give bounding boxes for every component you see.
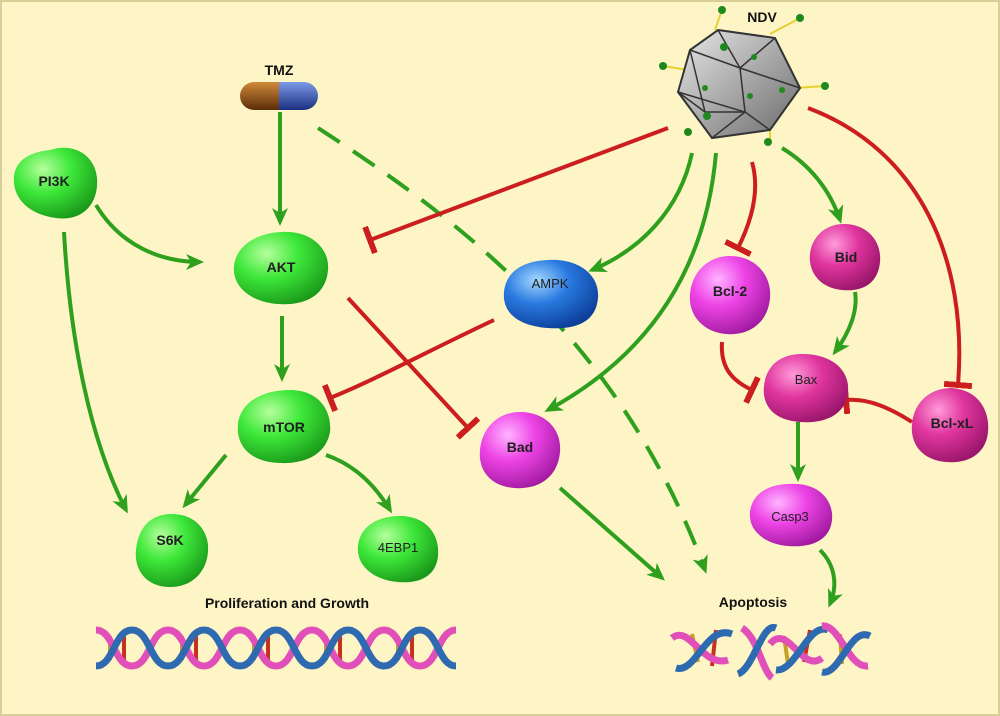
edge-ndv-bad	[544, 152, 718, 412]
node-pi3k-label: PI3K	[38, 173, 69, 189]
node-bax[interactable]: Bax	[763, 354, 849, 423]
edge-bad-apoptosis	[558, 486, 665, 581]
ndv-label: NDV	[747, 9, 777, 25]
edge-ndv-bcl2	[724, 161, 758, 257]
tmz-capsule-left	[240, 82, 279, 110]
node-s6k-shape	[135, 514, 209, 588]
node-pi3k[interactable]: PI3K	[13, 147, 98, 219]
fragment-pink-3	[767, 635, 825, 665]
node-bcl2[interactable]: Bcl-2	[689, 256, 771, 335]
edge-casp3-apoptosis	[818, 548, 843, 608]
edge-ndv-akt	[362, 126, 669, 255]
node-mtor-label: mTOR	[263, 419, 305, 435]
node-pi3k-shape	[13, 147, 98, 219]
proliferation-label: Proliferation and Growth	[205, 595, 369, 611]
node-bid-label: Bid	[835, 249, 858, 265]
node-bad-label: Bad	[507, 439, 533, 455]
node-bclxl[interactable]: Bcl-xL	[911, 388, 989, 463]
edge-bcl2-bax	[719, 341, 761, 404]
tmz-label: TMZ	[265, 62, 294, 78]
node-casp3[interactable]: Casp3	[749, 483, 833, 547]
tmz-capsule-right	[279, 82, 318, 110]
edge-mtor-s6k	[182, 453, 228, 509]
inhibition-edges	[322, 106, 973, 440]
node-mtor[interactable]: mTOR	[237, 390, 331, 464]
edge-ndv-bid	[780, 146, 844, 224]
fragmented-dna-icon	[669, 622, 872, 681]
node-s6k-label: S6K	[156, 532, 183, 548]
node-bclxl-shape	[911, 388, 989, 463]
node-bcl2-label: Bcl-2	[713, 283, 747, 299]
fragment-pink-2	[739, 625, 775, 681]
edge-mtor-4ebp1	[325, 453, 393, 514]
fragment-blue-4	[821, 631, 872, 676]
node-akt-shape	[233, 231, 329, 305]
node-bax-shape	[763, 354, 849, 423]
fragment-blue-3	[775, 625, 830, 674]
node-bad[interactable]: Bad	[479, 412, 561, 489]
node-casp3-label: Casp3	[771, 509, 809, 524]
apoptosis-label: Apoptosis	[719, 594, 788, 610]
fragment-blue-2	[736, 624, 778, 678]
node-bcl2-shape	[689, 256, 771, 335]
node-4ebp1-shape	[357, 516, 439, 583]
edge-pi3k-akt	[94, 203, 204, 270]
node-bid-shape	[809, 224, 881, 291]
edge-bid-bax	[832, 291, 858, 356]
node-ampk[interactable]: AMPK	[503, 259, 599, 329]
node-casp3-shape	[749, 483, 833, 547]
node-4ebp1[interactable]: 4EBP1	[357, 516, 439, 583]
node-ampk-shape	[503, 259, 599, 329]
node-bclxl-label: Bcl-xL	[931, 415, 974, 431]
fragment-pink-4	[821, 622, 869, 670]
edge-ampk-mtor	[322, 318, 495, 413]
edge-pi3k-s6k	[62, 231, 128, 514]
node-mtor-shape	[237, 390, 331, 464]
dna-strand-blue	[95, 626, 457, 670]
node-bad-shape	[479, 412, 561, 489]
fragment-pink-1	[669, 631, 730, 665]
node-bid[interactable]: Bid	[809, 224, 881, 291]
dna-helix-icon	[95, 626, 457, 670]
edge-tmz-apoptosis	[316, 126, 708, 574]
edge-ndv-bclxl	[807, 106, 973, 390]
node-bax-label: Bax	[795, 372, 818, 387]
dna-strand-pink	[95, 626, 457, 670]
node-akt-label: AKT	[267, 259, 296, 275]
node-4ebp1-label: 4EBP1	[378, 540, 418, 555]
ndv-capsid	[676, 28, 802, 140]
edge-bclxl-bax	[841, 385, 914, 424]
fragment-blue-1	[675, 629, 734, 672]
edge-ndv-ampk	[588, 152, 694, 272]
node-s6k[interactable]: S6K	[135, 514, 209, 588]
ndv-facets	[677, 29, 801, 139]
ndv-agent[interactable]: NDV	[659, 6, 829, 146]
node-akt[interactable]: AKT	[233, 231, 329, 305]
node-ampk-label: AMPK	[532, 276, 569, 291]
tmz-agent[interactable]: TMZ	[240, 62, 318, 110]
ndv-knobs	[659, 6, 829, 146]
